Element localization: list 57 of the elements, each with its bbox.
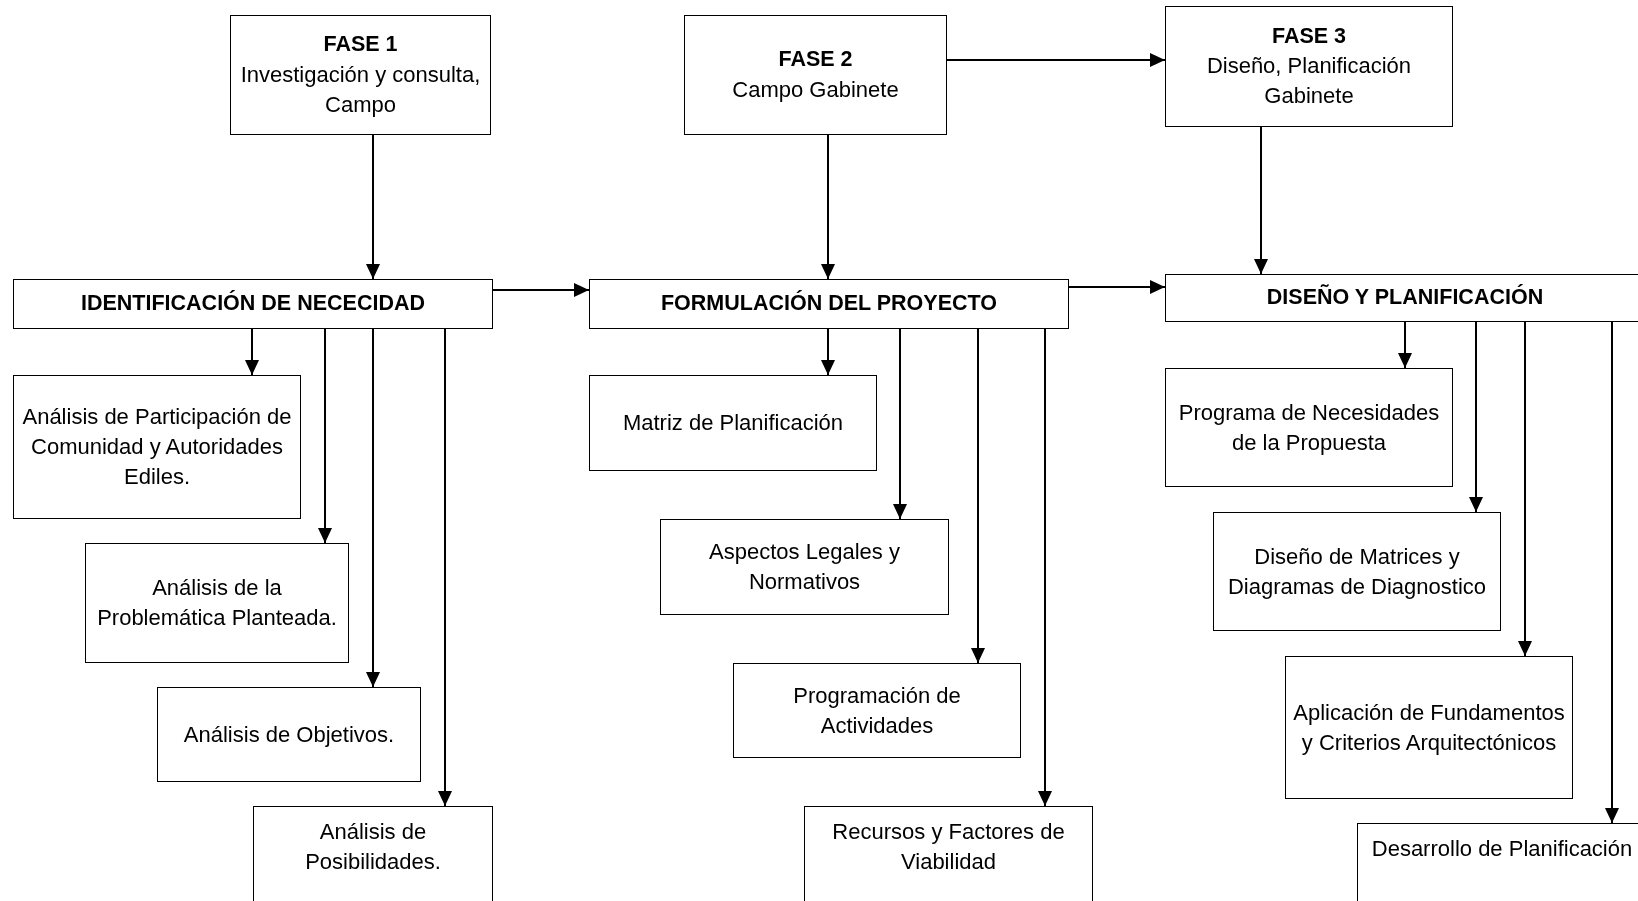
box-heading: FASE 1: [323, 31, 398, 59]
box-text: Diseño de Matrices y Diagramas de Diagnostico: [1227, 542, 1487, 601]
arrow: [1518, 321, 1532, 657]
box-text: Diseño, Planificación Gabinete: [1205, 52, 1413, 111]
box-heading: IDENTIFICACIÓN DE NECECIDAD: [81, 289, 425, 318]
arrow: [946, 53, 1166, 67]
box-text: Análisis de Objetivos.: [183, 720, 395, 749]
box-text: Campo Gabinete: [732, 75, 899, 104]
box-heading: FORMULACIÓN DEL PROYECTO: [660, 289, 998, 318]
box-text: Análisis de la Problemática Planteada.: [96, 574, 338, 632]
task-box: [660, 519, 949, 615]
task-box: [253, 806, 493, 901]
box-text: Desarrollo de Planificación: [1371, 835, 1633, 863]
arrow: [366, 134, 380, 280]
stage-box: [589, 279, 1069, 329]
stage-box: [13, 279, 493, 329]
box-text: Aspectos Legales y Normativos: [708, 538, 901, 596]
task-box: [733, 663, 1021, 758]
arrow: [492, 283, 590, 297]
arrow: [438, 328, 452, 807]
box-heading: DISEÑO Y PLANIFICACIÓN: [1266, 283, 1544, 312]
box-text: Programación de Actividades: [792, 681, 962, 740]
arrow: [1068, 280, 1166, 294]
box-text: Recursos y Factores de Viabilidad: [831, 818, 1066, 876]
task-box: [1213, 512, 1501, 631]
arrow: [1605, 321, 1619, 824]
phase-box: [1165, 6, 1453, 127]
task-box: [85, 543, 349, 663]
box-text: Análisis de Posibilidades.: [304, 818, 442, 876]
task-box: [157, 687, 421, 782]
arrow: [971, 328, 985, 664]
arrow: [366, 328, 380, 688]
box-heading: FASE 2: [778, 46, 853, 74]
task-box: [1357, 823, 1638, 901]
arrow: [821, 328, 835, 376]
box-text: Aplicación de Fundamentos y Criterios Arquitectónicos: [1292, 698, 1566, 757]
stage-box: [1165, 274, 1638, 322]
arrow: [1254, 126, 1268, 275]
task-box: [804, 806, 1093, 901]
arrow: [1469, 321, 1483, 513]
arrow: [1038, 328, 1052, 807]
box-heading: FASE 3: [1271, 22, 1347, 50]
arrow: [318, 328, 332, 544]
box-text: Programa de Necesidades de la Propuesta: [1177, 398, 1441, 457]
arrow: [245, 328, 259, 376]
arrow: [1398, 321, 1412, 369]
task-box: [589, 375, 877, 471]
task-box: [1165, 368, 1453, 487]
arrow: [821, 134, 835, 280]
box-text: Matriz de Planificación: [622, 409, 844, 438]
task-box: [13, 375, 301, 519]
task-box: [1285, 656, 1573, 799]
box-text: Análisis de Participación de Comunidad y Autoridades Ediles.: [21, 403, 293, 491]
arrow: [893, 328, 907, 520]
phase-box: [230, 15, 491, 135]
box-text: Investigación y consulta, Campo: [239, 60, 482, 119]
phase-box: [684, 15, 947, 135]
